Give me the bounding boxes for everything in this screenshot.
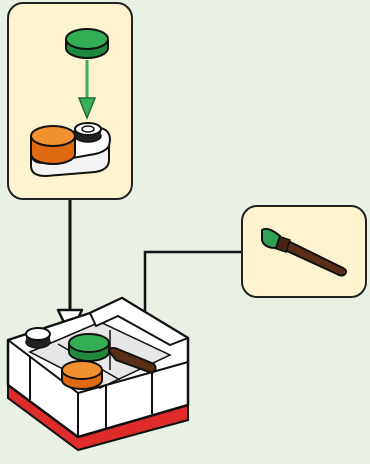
white-stud-on-box (25, 327, 51, 349)
green-tile-in-box (68, 333, 110, 362)
orange-round-plate (30, 125, 76, 165)
paintbrush-in-box (107, 347, 157, 374)
orange-plate-in-box (61, 360, 103, 390)
green-round-tile (65, 28, 109, 59)
green-down-arrow (77, 60, 97, 121)
paintbrush (261, 227, 348, 277)
arrow-subassembly-to-box (56, 200, 84, 337)
